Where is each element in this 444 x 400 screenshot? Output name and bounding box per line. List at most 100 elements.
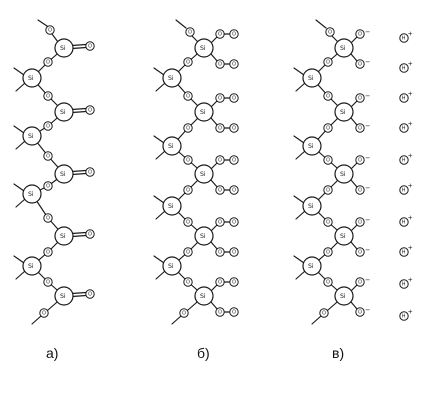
oxygen-atom-label: O — [232, 96, 236, 102]
si-atom-label: Si — [168, 263, 174, 270]
hydrogen-ion — [399, 155, 409, 165]
hydrogen-ion — [399, 63, 409, 73]
oxygen-atom-label: O — [218, 96, 222, 102]
plus-charge: + — [408, 30, 413, 38]
oxygen-atom-label: O — [186, 60, 190, 66]
si-atom-label: Si — [60, 233, 66, 240]
bond-line — [71, 294, 87, 298]
bond-line — [71, 172, 87, 176]
si-atom — [334, 38, 354, 58]
hydrogen-ion-label: H — [402, 96, 406, 102]
si-atom-label: Si — [340, 293, 346, 300]
si-atom — [54, 102, 74, 122]
si-atom-label: Si — [200, 109, 206, 116]
oxygen-atom-label: O — [326, 126, 330, 132]
hydrogen-ion-label: H — [402, 158, 406, 164]
bond-line — [71, 231, 87, 235]
si-atom — [54, 38, 74, 58]
oxygen-atom — [323, 91, 333, 101]
minus-charge: − — [365, 306, 370, 314]
bond-line — [350, 301, 358, 310]
bond-line — [175, 19, 187, 29]
bond-line — [295, 150, 306, 160]
minus-charge: − — [365, 246, 370, 254]
oxygen-atom-label: O — [218, 126, 222, 132]
bond-line — [293, 255, 305, 264]
si-atom — [334, 286, 354, 306]
oxygen-atom — [183, 123, 193, 133]
oxygen-atom — [45, 25, 55, 35]
oxygen-atom — [323, 277, 333, 287]
oxygen-atom — [183, 155, 193, 165]
si-atom-label: Si — [168, 75, 174, 82]
oxygen-atom-label: O — [218, 62, 222, 68]
oxygen-atom-label: O — [326, 280, 330, 286]
hydrogen-ion — [399, 93, 409, 103]
oxygen-atom — [85, 289, 95, 299]
oxygen-atom-label: O — [218, 158, 222, 164]
bond-line — [51, 33, 59, 43]
oxygen-atom — [323, 247, 333, 257]
oxygen-atom — [183, 247, 193, 257]
oxygen-atom — [85, 105, 95, 115]
oxygen-atom-label: O — [186, 158, 190, 164]
oxygen-atom-label: O — [358, 32, 362, 38]
oxygen-atom-label: O — [232, 220, 236, 226]
oxygen-atom — [85, 41, 95, 51]
bond-line — [293, 67, 305, 76]
oxygen-atom — [229, 59, 239, 69]
oxygen-atom-label: O — [232, 188, 236, 194]
si-atom — [194, 102, 214, 122]
oxygen-atom — [183, 185, 193, 195]
oxygen-atom — [323, 217, 333, 227]
si-atom-label: Si — [60, 109, 66, 116]
si-atom-label: Si — [28, 75, 34, 82]
oxygen-atom-label: O — [218, 280, 222, 286]
oxygen-atom — [229, 93, 239, 103]
oxygen-atom-label: O — [358, 280, 362, 286]
oxygen-atom-label: O — [326, 94, 330, 100]
minus-charge: − — [365, 216, 370, 224]
oxygen-atom-label: O — [46, 216, 50, 222]
oxygen-atom — [215, 29, 225, 39]
panel-label-a: а) — [46, 345, 58, 361]
bond-line — [153, 67, 165, 76]
bond-line — [71, 169, 87, 173]
hydrogen-ion — [399, 311, 409, 321]
si-atom-label: Si — [60, 45, 66, 52]
oxygen-atom — [43, 57, 53, 67]
oxygen-atom — [215, 93, 225, 103]
bond-line — [153, 255, 165, 264]
si-atom-label: Si — [340, 109, 346, 116]
si-atom — [194, 164, 214, 184]
si-atom-label: Si — [308, 263, 314, 270]
oxygen-atom-label: O — [358, 220, 362, 226]
si-atom — [334, 164, 354, 184]
oxygen-atom-label: O — [186, 126, 190, 132]
bond-line — [155, 210, 166, 220]
oxygen-atom-label: O — [42, 311, 46, 317]
minus-charge: − — [365, 122, 370, 130]
oxygen-atom-label: O — [326, 158, 330, 164]
si-atom-label: Si — [60, 171, 66, 178]
oxygen-atom — [229, 277, 239, 287]
oxygen-atom-label: O — [232, 32, 236, 38]
bond-line — [13, 183, 25, 192]
hydrogen-ion-label: H — [402, 250, 406, 256]
oxygen-atom — [183, 57, 193, 67]
oxygen-atom — [355, 217, 365, 227]
oxygen-atom — [355, 59, 365, 69]
bond-line — [191, 35, 199, 43]
si-atom-label: Si — [28, 133, 34, 140]
si-atom — [334, 102, 354, 122]
bond-line — [15, 82, 26, 92]
plus-charge: + — [408, 244, 413, 252]
oxygen-atom-label: O — [88, 232, 92, 238]
oxygen-atom-label: O — [46, 154, 50, 160]
oxygen-atom — [229, 217, 239, 227]
oxygen-atom — [39, 308, 49, 318]
bond-line — [13, 125, 25, 134]
si-atom-label: Si — [168, 203, 174, 210]
bond-line — [350, 241, 358, 250]
plus-charge: + — [408, 120, 413, 128]
